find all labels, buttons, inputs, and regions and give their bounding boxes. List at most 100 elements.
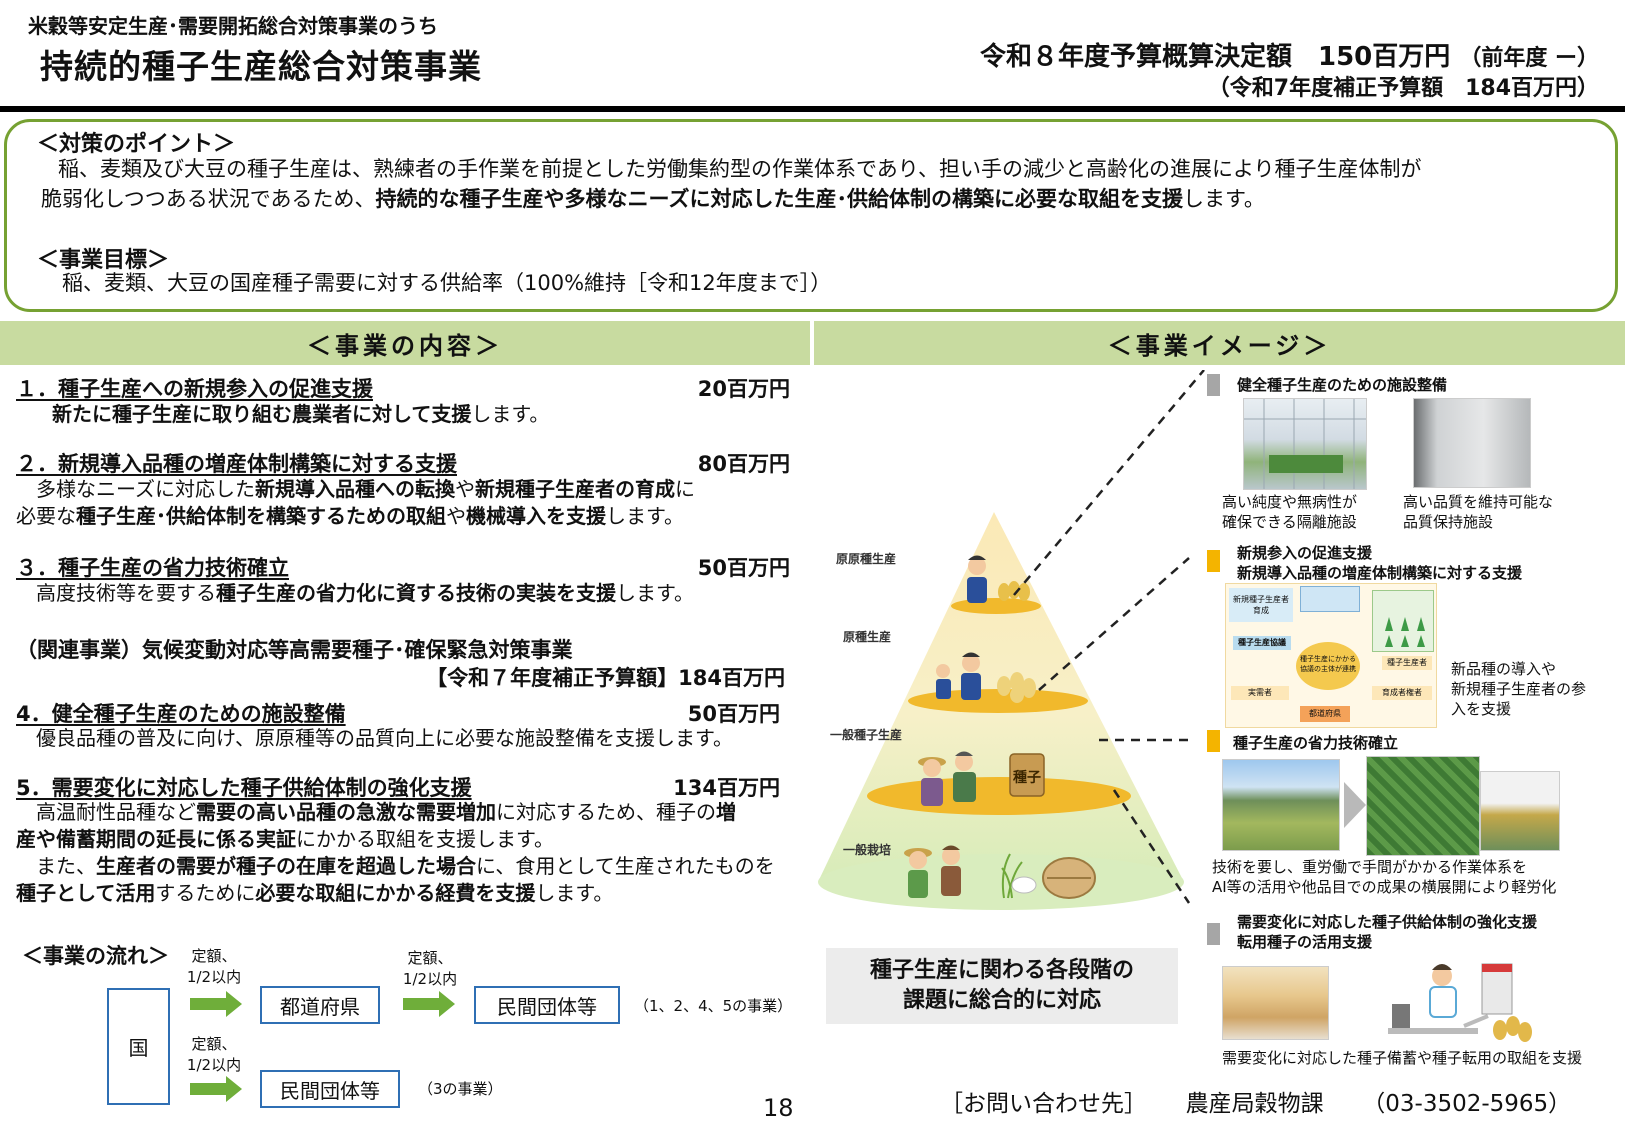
points-box: ＜対策のポイント＞ 稲、麦類及び大豆の種子生産は、熟練者の手作業を前提とした労働…	[4, 119, 1618, 312]
diagram-box-producer: 種子生産者	[1382, 656, 1432, 670]
item-2-t8: や	[446, 504, 466, 528]
person-icon-tier2a	[936, 664, 951, 699]
farmer-icon-tier3a	[918, 757, 946, 806]
page-title: 持続的種子生産総合対策事業	[40, 47, 482, 86]
seed-bag-label: 種子	[1013, 769, 1041, 786]
level-label-3: 一般種子生産	[830, 728, 903, 742]
diagram-box-council: 種子生産協議	[1233, 636, 1291, 650]
item-2-t7: 種子生産･供給体制を構築するための取組	[76, 504, 446, 528]
parent-program-label: 米穀等安定生産･需要開拓総合対策事業のうち	[28, 14, 438, 38]
diagram-box-buyer: 実需者	[1231, 686, 1289, 700]
level-label-4: 一般栽培	[843, 843, 892, 857]
flow-note-3: 定額、 1/2以内	[180, 1034, 248, 1076]
item-5-t12: 必要な取組にかかる経費を支援	[255, 881, 536, 905]
flow-box-private-1: 民間団体等	[474, 986, 620, 1024]
item-5-t8: 生産者の需要が種子の在庫を超過した場合	[96, 854, 476, 878]
item-5-t3: に対応するため、種子の	[496, 800, 716, 824]
flow-note-1-a: 定額、	[191, 947, 237, 965]
connector-line-4	[1112, 789, 1191, 904]
item-4-amount: 50百万円	[687, 702, 780, 726]
item-2-heading: ２．新規導入品種の増産体制構築に対する支援	[16, 452, 457, 476]
panel-1-marker	[1207, 374, 1220, 396]
tier-disc-2	[908, 689, 1088, 713]
diagram-seedling-box	[1372, 590, 1434, 652]
item-5-t4: 増	[716, 800, 736, 824]
item-2-text-line-1: 多様なニーズに対応した新規導入品種への転換や新規種子生産者の育成に	[16, 476, 695, 503]
flow-note-2: 定額、 1/2以内	[396, 948, 464, 990]
item-5-text-line-3: また、生産者の需要が種子の在庫を超過した場合に、食用として生産されたものを	[16, 853, 775, 880]
person-icon-tier2b	[961, 652, 981, 700]
person-icon-tier1	[967, 555, 987, 603]
item-3-t1: 高度技術等を要する	[16, 581, 216, 605]
farmer-icon-tier4a	[904, 848, 932, 898]
item-1-amount: 20百万円	[697, 377, 790, 401]
summary-line-1: 種子生産に関わる各段階の	[869, 958, 1134, 983]
panel-2-heading: 新規参入の促進支援 新規導入品種の増産体制構築に対する支援	[1237, 543, 1522, 583]
item-5-t9: に、食用として生産されたものを	[476, 854, 775, 878]
summary-line-2: 課題に総合的に対応	[902, 988, 1101, 1013]
related-budget: 【令和７年度補正予算額】184百万円	[426, 666, 785, 690]
section-bar-image: ＜事業イメージ＞	[814, 321, 1625, 365]
flow-note-3-b: 1/2以内	[186, 1056, 242, 1074]
item-3-text: 高度技術等を要する種子生産の省力化に資する技術の実装を支援します。	[16, 580, 694, 607]
chevron-right-icon	[1344, 782, 1366, 828]
panel-1-caption-1b: 確保できる隔離施設	[1222, 513, 1357, 531]
flow-note-1-b: 1/2以内	[186, 968, 242, 986]
supplementary-budget: （令和7年度補正予算額 184百万円）	[1207, 76, 1599, 101]
item-2-t10: します。	[606, 504, 684, 528]
item-2-t4: 新規種子生産者の育成	[475, 477, 675, 501]
contact-phone: （03-3502-5965）	[1362, 1091, 1572, 1117]
pyramid-base-disc	[818, 854, 1184, 910]
tier-disc-3	[867, 777, 1131, 815]
item-1-text-bold: 新たに種子生産に取り組む農業者に対して支援	[52, 402, 472, 426]
level-label-1: 原原種生産	[836, 552, 897, 566]
points-line-2: 脆弱化しつつある状況であるため、持続的な種子生産や多様なニーズに対応した生産･供…	[41, 184, 1265, 214]
item-3-t2: 種子生産の省力化に資する技術の実装を支援	[216, 581, 616, 605]
contact-label: ［お問い合わせ先］	[940, 1091, 1147, 1117]
diagram-box-prefecture: 都道府県	[1300, 706, 1350, 722]
item-2-t5: に	[675, 477, 695, 501]
diagram-box-top	[1300, 586, 1360, 612]
item-2-t2: 新規導入品種への転換	[255, 477, 455, 501]
panel-3-heading: 種子生産の省力技術確立	[1233, 734, 1399, 752]
item-2-t1: 多様なニーズに対応した	[16, 477, 255, 501]
lab-researcher-illustration	[1388, 963, 1532, 1042]
panel-3-marker	[1207, 730, 1220, 752]
seed-bag-icon	[1009, 753, 1045, 797]
item-1-text: 新たに種子生産に取り組む農業者に対して支援します。	[52, 401, 549, 428]
item-4-heading: 4．健全種子生産のための施設整備	[16, 702, 346, 726]
item-5-amount: 134百万円	[673, 776, 780, 800]
points-heading: ＜対策のポイント＞	[37, 132, 236, 157]
panel-1-caption-1: 高い純度や無病性が 確保できる隔離施設	[1222, 492, 1357, 532]
panel-4-heading: 需要変化に対応した種子供給体制の強化支援 転用種子の活用支援	[1237, 912, 1537, 952]
item-3-t3: します。	[616, 581, 694, 605]
farmer-icon-tier3b	[953, 751, 976, 802]
panel-4-marker	[1207, 923, 1220, 945]
farmer-icon-tier4b	[941, 845, 961, 896]
diagram-center: 種子生産にかかる 協議の主体が連携	[1296, 642, 1360, 690]
panel-1-caption-1a: 高い純度や無病性が	[1222, 493, 1358, 511]
item-5-t1: 高温耐性品種など	[16, 800, 196, 824]
field-work-photo	[1222, 759, 1340, 851]
diagram-box-breeder: 育成者権者	[1372, 686, 1432, 700]
panel-2-heading-1: 新規参入の促進支援	[1237, 544, 1373, 562]
points-line-2-plain: 脆弱化しつつある状況であるため、	[41, 187, 376, 211]
item-1-heading: １．種子生産への新規参入の促進支援	[16, 377, 373, 401]
contact-info: ［お問い合わせ先］ 農産局穀物課 （03-3502-5965）	[940, 1084, 1571, 1118]
image-illustration: 種子	[818, 370, 1205, 910]
panel-2-caption-1: 新品種の導入や	[1451, 660, 1557, 678]
panel-1-caption-2b: 品質保持施設	[1403, 513, 1494, 531]
budget-amount: 令和８年度予算概算決定額 150百万円	[979, 42, 1451, 72]
page-number: 18	[763, 1094, 794, 1122]
panel-1-caption-2: 高い品質を維持可能な 品質保持施設	[1403, 492, 1553, 532]
connector-line-2	[1038, 557, 1190, 691]
summary-box: 種子生産に関わる各段階の 課題に総合的に対応	[826, 948, 1178, 1024]
item-2-text-line-2: 必要な種子生産･供給体制を構築するための取組や機械導入を支援します。	[16, 503, 684, 530]
flow-note-1: 定額、 1/2以内	[180, 946, 248, 988]
item-4-text: 優良品種の普及に向け、原原種等の品質向上に必要な施設整備を支援します。	[16, 726, 733, 750]
isolation-facility-photo	[1243, 398, 1367, 490]
tier-disc-1	[951, 598, 1041, 614]
goal-text: 稲、麦類、大豆の国産種子需要に対する供給率（100%維持［令和12年度まで］）	[41, 271, 832, 295]
flow-heading: ＜事業の流れ＞	[22, 944, 169, 968]
rice-sack-icon	[1042, 857, 1096, 899]
